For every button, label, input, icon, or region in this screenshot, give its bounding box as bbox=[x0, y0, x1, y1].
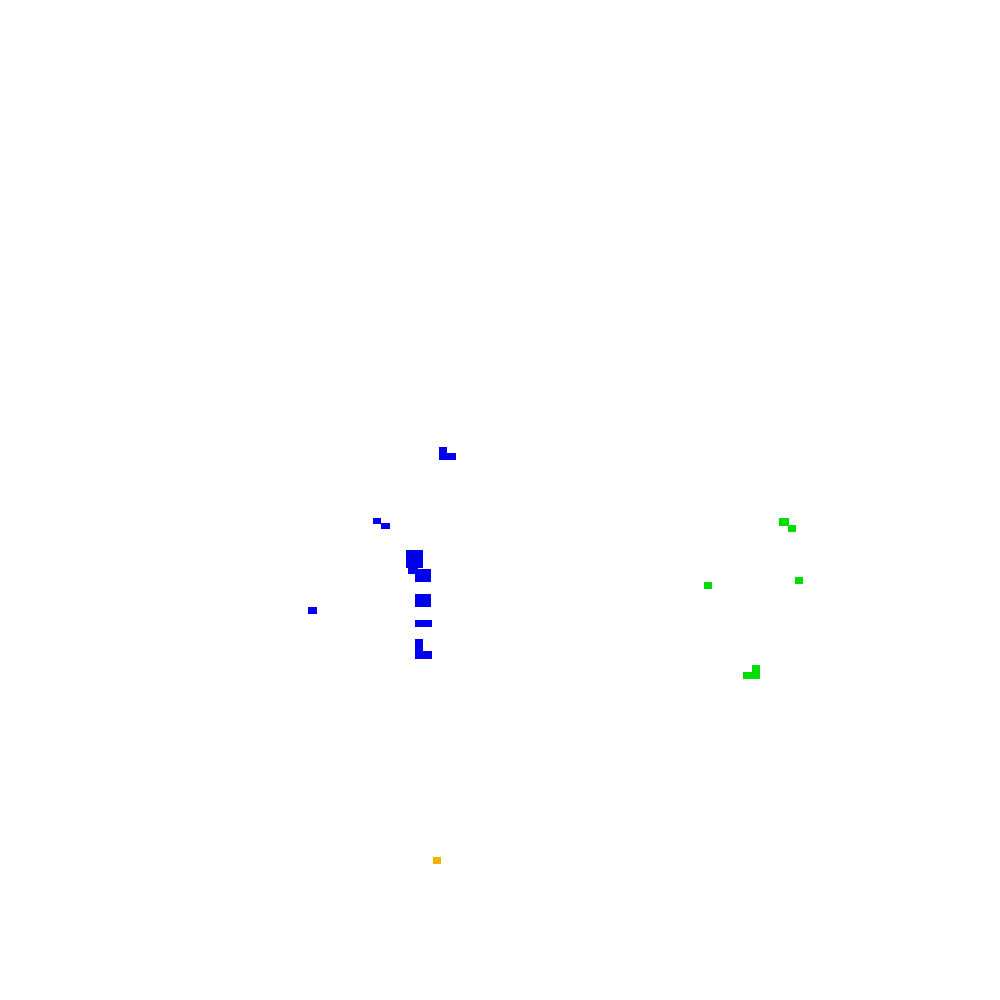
blue-cell bbox=[415, 594, 431, 607]
blue-cell bbox=[415, 651, 432, 659]
green-cell bbox=[795, 577, 803, 584]
yellow-item-cell bbox=[433, 857, 441, 864]
blue-cell bbox=[308, 607, 317, 614]
blue-cell bbox=[415, 620, 432, 627]
green-cell bbox=[752, 665, 760, 673]
blue-cell bbox=[439, 453, 456, 460]
blue-cell bbox=[415, 569, 431, 582]
green-cell bbox=[788, 525, 796, 532]
green-cell bbox=[704, 582, 712, 589]
blue-cell bbox=[373, 518, 381, 524]
blue-cell bbox=[415, 639, 423, 652]
green-cell bbox=[779, 518, 789, 526]
green-cell bbox=[743, 672, 760, 679]
blue-cell bbox=[408, 566, 418, 574]
blue-cell bbox=[406, 550, 423, 568]
blue-cell bbox=[381, 523, 390, 529]
